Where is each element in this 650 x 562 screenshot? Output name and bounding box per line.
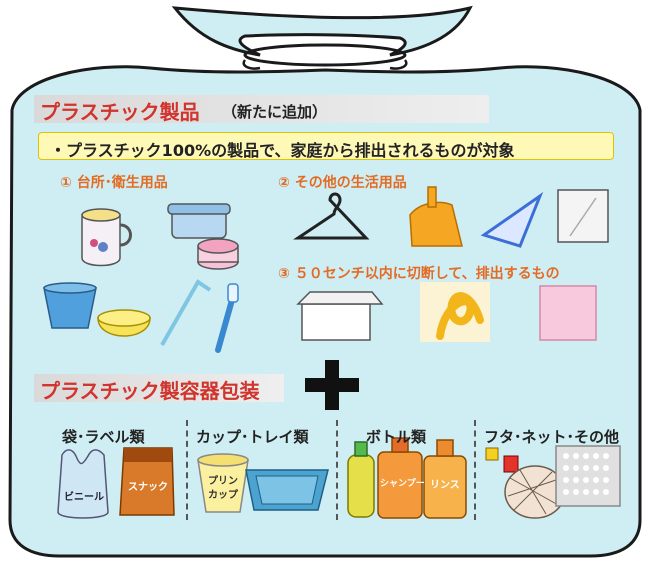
washbowl-icon <box>97 309 151 337</box>
straw-icon <box>160 279 212 346</box>
category-cut-label: ③ ５０センチ以内に切断して、排出するもの <box>278 266 560 282</box>
pudding-text: プリン <box>208 476 238 487</box>
snack-text: スナック <box>128 482 168 493</box>
noodle-text: カップ <box>208 490 238 501</box>
storage-case-icon <box>296 291 384 341</box>
bag-knot <box>171 5 473 57</box>
detergent-bottle-icon <box>347 441 375 518</box>
bag-neck <box>242 59 408 70</box>
pink-sheet-icon <box>539 285 597 341</box>
bucket-icon <box>43 282 97 329</box>
net-icon <box>504 465 566 519</box>
packaging-divider <box>474 420 476 520</box>
bag-text: ビニール <box>64 492 104 503</box>
clear-file-icon <box>557 189 609 243</box>
dustpan-icon <box>409 186 463 247</box>
packaging-group-bottles: ボトル類 <box>366 428 427 446</box>
food-container-icon <box>167 203 231 239</box>
rinse-bottle-icon <box>423 439 467 519</box>
bubble-wrap-icon <box>555 445 621 507</box>
plastic-bag-icon <box>57 449 109 519</box>
pudding-cup-icon <box>197 453 249 513</box>
packaging-group-cups: カップ･トレイ類 <box>196 428 309 446</box>
rinse-text: リンス <box>430 480 460 491</box>
section-title-plastic-products: プラスチック製品 <box>40 100 200 124</box>
ribbon-icon <box>420 282 490 342</box>
header-bar <box>34 95 489 123</box>
packaging-divider <box>336 420 338 520</box>
note-text: ・プラスチック100%の製品で、家庭から排出されるものが対象 <box>50 141 515 160</box>
bag-knot-tie <box>243 43 407 67</box>
shampoo-bottle-icon <box>377 437 423 519</box>
note-box <box>38 132 614 160</box>
section-subtitle: （新たに追加） <box>222 103 328 121</box>
packaging-group-lids: フタ･ネット･その他 <box>484 428 620 446</box>
packaging-group-bags: 袋･ラベル類 <box>62 428 145 446</box>
shampoo-text: シャンプー <box>380 479 425 489</box>
packaging-divider <box>186 420 188 520</box>
hanger-icon <box>293 192 370 240</box>
category-kitchen-label: ① 台所･衛生用品 <box>60 175 168 191</box>
triangle-ruler-icon <box>480 191 544 248</box>
toothbrush-icon <box>215 283 239 353</box>
snack-bag-icon <box>119 447 175 516</box>
section-title-packaging: プラスチック製容器包装 <box>40 379 260 403</box>
tray-icon <box>245 469 329 511</box>
mug-icon <box>81 208 132 267</box>
bottle-cap-icon <box>485 447 519 473</box>
round-container-icon <box>197 238 239 270</box>
category-living-label: ② その他の生活用品 <box>278 175 407 191</box>
packaging-title-bar <box>34 374 284 402</box>
plus-icon <box>305 360 359 410</box>
